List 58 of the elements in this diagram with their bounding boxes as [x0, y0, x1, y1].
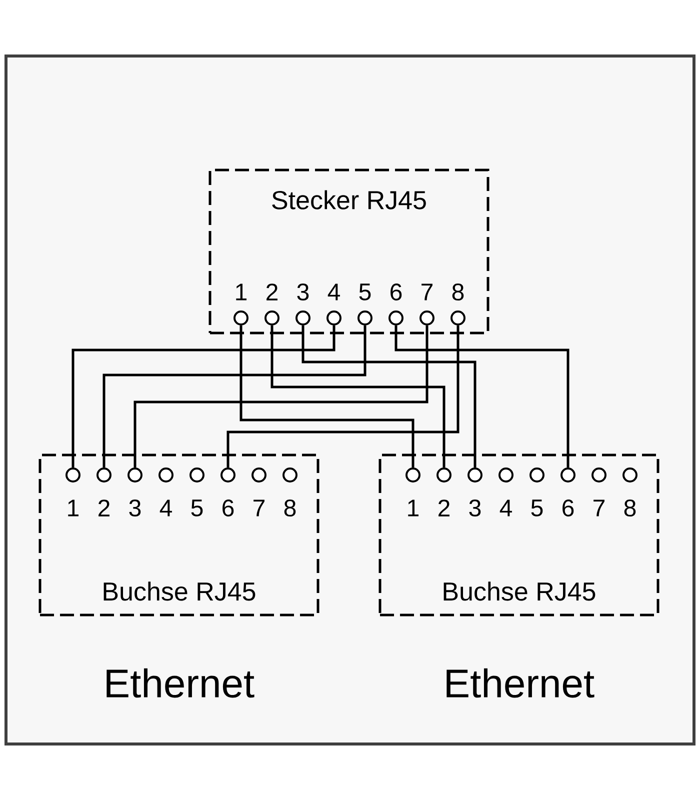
wire: [270, 326, 446, 468]
pin-circle: [468, 468, 482, 482]
pin-number: 7: [422, 284, 432, 300]
wire: [134, 326, 428, 468]
pin-circle: [252, 468, 266, 482]
pin-number: 8: [284, 500, 296, 516]
pin-circle: [436, 468, 452, 482]
wire: [72, 326, 336, 468]
pin-circle: [406, 468, 420, 482]
pin-number: 1: [236, 284, 246, 300]
pin-number: 5: [531, 500, 543, 516]
pin-number: 7: [254, 500, 264, 516]
pin-number: 8: [452, 284, 464, 300]
pin-number: 4: [160, 500, 172, 516]
caption-text: Ethernet: [106, 668, 254, 698]
pin-circle: [388, 310, 404, 326]
wire: [240, 326, 414, 468]
pin-number: 5: [359, 284, 371, 300]
pin-circle: [530, 468, 544, 482]
pin-circle: [592, 468, 606, 482]
pin-number: 2: [98, 500, 110, 516]
pin-circle: [96, 468, 112, 482]
pin-circle: [158, 468, 174, 482]
pin-circle: [66, 468, 80, 482]
wire: [102, 326, 366, 468]
pin-circle: [220, 468, 236, 482]
pin-number: 4: [500, 500, 512, 516]
pin-number: 7: [594, 500, 604, 516]
pin-circle: [296, 310, 310, 326]
pin-circle: [450, 310, 466, 326]
pin-circle: [326, 310, 342, 326]
pin-circle: [420, 310, 434, 326]
pin-number: 2: [266, 284, 278, 300]
pin-number: 5: [191, 500, 203, 516]
pin-number: 6: [222, 500, 234, 516]
pin-number: 3: [129, 500, 141, 516]
pin-circle: [282, 468, 298, 482]
wire: [226, 326, 460, 468]
pin-number: 1: [68, 500, 78, 516]
pin-circle: [622, 468, 638, 482]
wire: [302, 326, 476, 468]
pin-circle: [128, 468, 142, 482]
pin-number: 2: [438, 500, 450, 516]
pin-circle: [498, 468, 514, 482]
pin-number: 3: [297, 284, 309, 300]
pin-number: 3: [469, 500, 481, 516]
pin-number: 6: [562, 500, 574, 516]
caption-text: Ethernet: [446, 668, 594, 698]
pin-number: 8: [624, 500, 636, 516]
pin-circle: [190, 468, 204, 482]
pin-number: 1: [408, 500, 418, 516]
pin-number: 6: [390, 284, 402, 300]
pin-circle: [234, 310, 248, 326]
pin-number: 4: [328, 284, 340, 300]
pin-circle: [560, 468, 576, 482]
pin-circle: [264, 310, 280, 326]
pin-circle: [358, 310, 372, 326]
wire: [394, 326, 570, 468]
